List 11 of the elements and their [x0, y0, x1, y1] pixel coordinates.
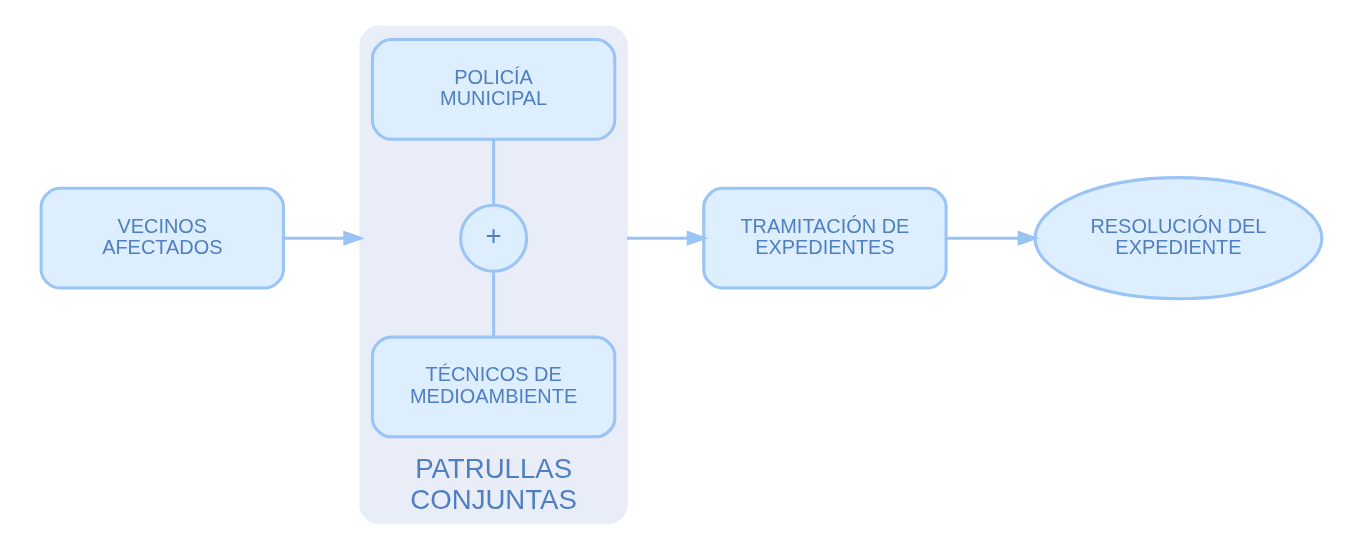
node-box: POLICÍA MUNICIPAL	[370, 38, 616, 141]
node-box: VECINOS AFECTADOS	[39, 186, 285, 290]
node-circle: +	[458, 203, 528, 273]
node-ellipse: RESOLUCIÓN DEL EXPEDIENTE	[1033, 176, 1323, 301]
arrow	[946, 230, 1039, 246]
connector	[491, 271, 495, 337]
connector	[491, 139, 495, 206]
arrow	[626, 230, 708, 246]
node-box: TRAMITACIÓN DE EXPEDIENTES	[701, 186, 948, 290]
node-box: TÉCNICOS DE MEDIOAMBIENTE	[370, 335, 616, 439]
arrow	[283, 230, 365, 246]
